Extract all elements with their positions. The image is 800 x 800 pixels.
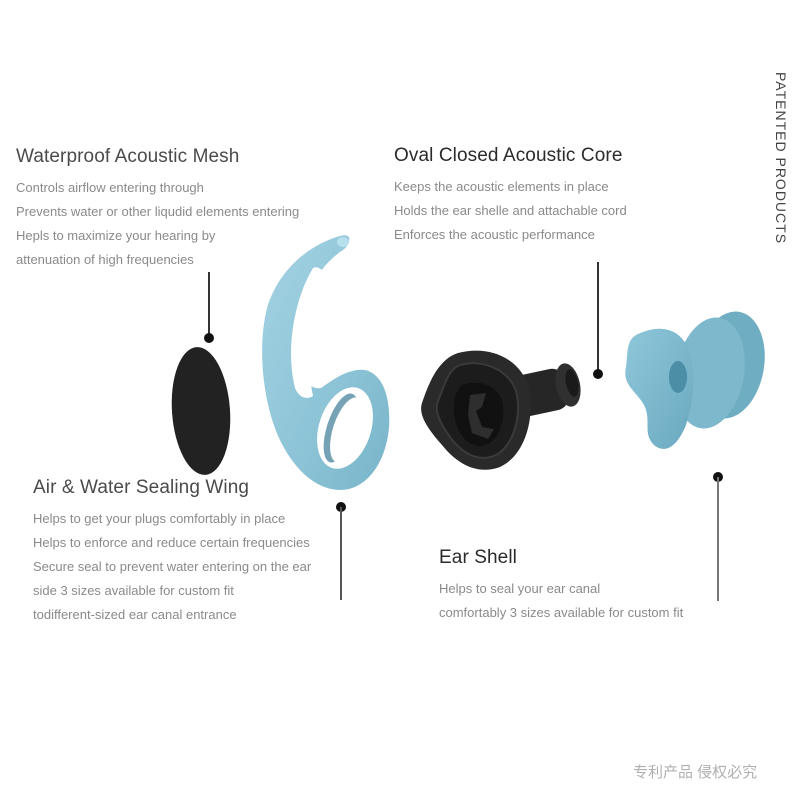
- blue-ear-shell-icon: [625, 311, 765, 449]
- feature-line: todifferent-sized ear canal entrance: [33, 607, 237, 622]
- feature-title: Oval Closed Acoustic Core: [394, 145, 623, 166]
- feature-title: Waterproof Acoustic Mesh: [16, 146, 240, 167]
- core-connector-dot: [593, 369, 603, 379]
- feature-line: Controls airflow entering through: [16, 180, 204, 195]
- patent-notice: 专利产品 侵权必究: [633, 764, 758, 781]
- feature-line: Hepls to maximize your hearing by: [16, 228, 216, 243]
- feature-line: attenuation of high frequencies: [16, 252, 194, 267]
- feature-line: Helps to seal your ear canal: [439, 581, 601, 596]
- feature-line: Secure seal to prevent water entering on…: [33, 559, 312, 574]
- black-acoustic-core-icon: [421, 350, 581, 470]
- feature-line: Holds the ear shelle and attachable cord: [394, 203, 627, 218]
- feature-line: Enforces the acoustic performance: [394, 227, 595, 242]
- feature-line: Helps to get your plugs comfortably in p…: [33, 511, 286, 526]
- feature-line: Prevents water or other liqudid elements…: [16, 204, 300, 219]
- core-connector-line: [597, 262, 599, 374]
- patented-products-label: PATENTED PRODUCTS: [773, 72, 789, 245]
- feature-waterproof-acoustic-mesh: Waterproof Acoustic Mesh Controls airflo…: [16, 146, 299, 272]
- shell-connector-line: [717, 477, 719, 601]
- mesh-connector-dot: [204, 333, 214, 343]
- feature-line: Keeps the acoustic elements in place: [394, 179, 609, 194]
- feature-line: comfortably 3 sizes available for custom…: [439, 605, 684, 620]
- feature-line: side 3 sizes available for custom fit: [33, 583, 234, 598]
- wing-connector-line: [340, 507, 342, 600]
- black-oval-mesh-icon: [171, 347, 231, 475]
- feature-title: Ear Shell: [439, 547, 517, 568]
- blue-sealing-wing-icon: [262, 235, 390, 490]
- mesh-connector-line: [208, 272, 210, 336]
- feature-title: Air & Water Sealing Wing: [33, 477, 250, 498]
- feature-line: Helps to enforce and reduce certain freq…: [33, 535, 310, 550]
- feature-air-water-sealing-wing: Air & Water Sealing Wing Helps to get yo…: [33, 477, 311, 627]
- feature-oval-closed-acoustic-core: Oval Closed Acoustic Core Keeps the acou…: [394, 145, 627, 247]
- feature-ear-shell: Ear Shell Helps to seal your ear canal c…: [439, 547, 683, 625]
